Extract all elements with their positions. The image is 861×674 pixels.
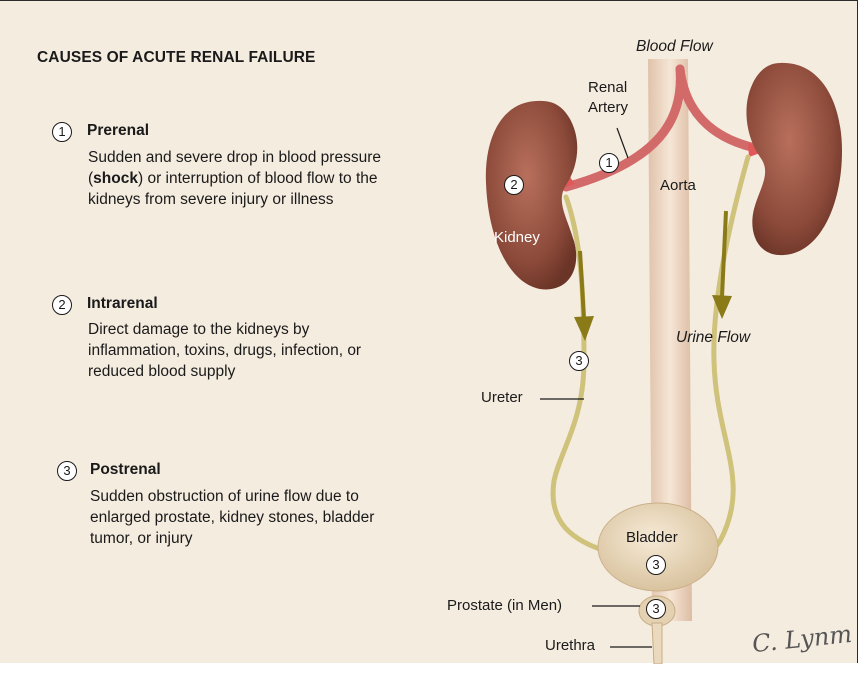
prostate-label: Prostate (in Men) [447,597,562,614]
cause-description-postrenal: Sudden obstruction of urine flow due to … [90,486,375,549]
ureter-marker: 3 [569,351,589,371]
cause-number-3: 3 [57,461,77,481]
urethra [652,623,662,664]
right-kidney [746,63,842,255]
cause-description-prerenal: Sudden and severe drop in blood pressure… [88,147,383,210]
renal-label: Renal [588,79,627,96]
left-kidney [486,101,577,290]
artery-label: Artery [588,99,628,116]
cause-title-prerenal: Prerenal [87,122,149,140]
page-title: CAUSES OF ACUTE RENAL FAILURE [37,49,315,67]
bladder [598,503,718,591]
artery-marker: 1 [599,153,619,173]
urethra-label: Urethra [545,637,595,654]
kidney-label: Kidney [494,229,540,246]
bladder-marker: 3 [646,555,666,575]
cause-description-intrarenal: Direct damage to the kidneys by inflamma… [88,319,378,382]
cause-title-intrarenal: Intrarenal [87,295,158,313]
cause-number-1: 1 [52,122,72,142]
prostate-marker: 3 [646,599,666,619]
cause-title-postrenal: Postrenal [90,461,161,479]
bladder-label: Bladder [626,529,678,546]
cause-number-2: 2 [52,295,72,315]
urine-flow-arrow-left [580,251,584,319]
ureter-label: Ureter [481,389,523,406]
blood-flow-label: Blood Flow [636,38,713,56]
aorta-label: Aorta [660,177,696,194]
urine-flow-arrow-right [722,211,726,297]
kidney-marker: 2 [504,175,524,195]
urine-flow-label: Urine Flow [676,329,750,347]
